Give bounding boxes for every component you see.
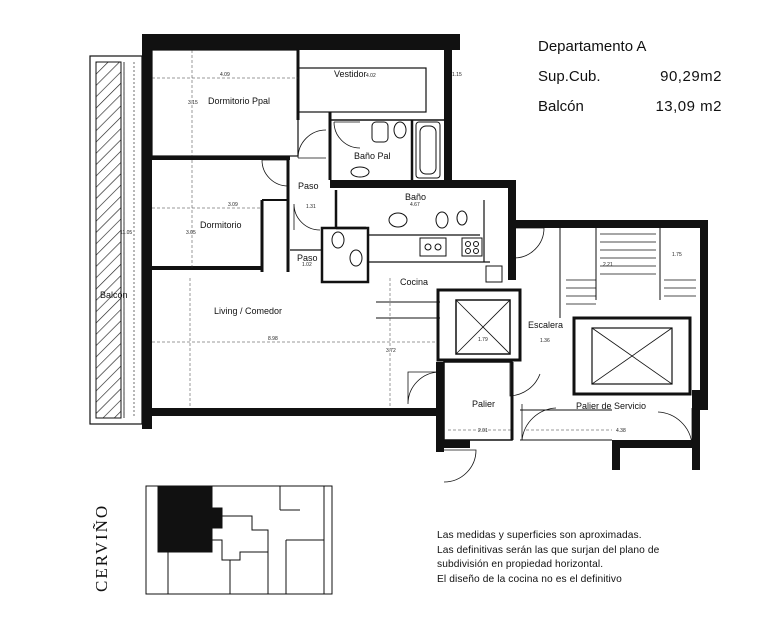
- dim-label: 1.02: [302, 262, 312, 268]
- key-plan: [145, 485, 333, 595]
- fixtures: [331, 121, 503, 283]
- surface-value: 90,29m2: [660, 68, 722, 85]
- dim-label: 1.36: [540, 338, 550, 344]
- exterior-walls: [142, 34, 708, 470]
- room-label-dormitorio-ppal: Dormitorio Ppal: [208, 96, 270, 106]
- dim-label: 1.75: [672, 252, 682, 258]
- dim-label: 3.09: [228, 202, 238, 208]
- room-label-bano-ppal: Baño Pal: [354, 151, 391, 161]
- note-line: subdivisión en propiedad horizontal.: [437, 559, 604, 571]
- room-label-paso: Paso: [298, 181, 319, 191]
- room-label-palier-servicio: Palier de Servicio: [576, 401, 646, 411]
- building-name: CERVIÑO: [92, 503, 111, 592]
- dim-label: 4.67: [410, 202, 420, 208]
- dim-label: 3.05: [186, 230, 196, 236]
- note-line: El diseño de la cocina no es el definiti…: [437, 573, 622, 585]
- dim-label: 11.05: [120, 230, 132, 236]
- dim-label: 2.21: [603, 262, 613, 268]
- room-label-paso-2: Paso: [297, 253, 318, 263]
- balcony-label: Balcón: [538, 98, 584, 115]
- dim-label: 4.02: [366, 73, 376, 79]
- room-label-dormitorio: Dormitorio: [200, 220, 242, 230]
- disclaimer-notes: Las medidas y superficies son aproximada…: [437, 529, 737, 587]
- stair-steps: [566, 233, 696, 305]
- balcony-row: Balcón 13,09 m2: [538, 98, 722, 115]
- note-line: Las medidas y superficies son aproximada…: [437, 530, 642, 541]
- interior-walls: [151, 49, 692, 441]
- dim-label: 1.79: [478, 337, 488, 343]
- room-label-bano: Baño: [405, 192, 426, 202]
- note-line: Las definitivas serán las que surjan del…: [437, 544, 660, 556]
- apartment-title: Departamento A: [538, 38, 647, 55]
- room-label-palier: Palier: [472, 399, 495, 409]
- surface-label: Sup.Cub.: [538, 68, 601, 85]
- dim-label: 2.01: [478, 428, 488, 434]
- room-label-vestidor: Vestidor: [334, 69, 367, 79]
- dim-label: 3.72: [386, 348, 396, 354]
- doors: [261, 121, 693, 483]
- dim-label: 8.98: [268, 336, 278, 342]
- dimension-lines: [123, 50, 612, 431]
- room-label-escalera: Escalera: [528, 320, 563, 330]
- room-label-cocina: Cocina: [400, 277, 428, 287]
- surface-row: Sup.Cub. 90,29m2: [538, 68, 722, 85]
- dim-label: 4.38: [616, 428, 626, 434]
- balcony-value: 13,09 m2: [655, 98, 722, 115]
- dim-label: 1.31: [306, 204, 316, 210]
- dim-label: 3.15: [188, 100, 198, 106]
- room-label-balcon: Balcón: [100, 290, 128, 300]
- dim-label: 4.09: [220, 72, 230, 78]
- dim-label: 1.15: [452, 72, 462, 78]
- balcony-railing: [89, 55, 143, 425]
- room-label-living: Living / Comedor: [214, 306, 282, 316]
